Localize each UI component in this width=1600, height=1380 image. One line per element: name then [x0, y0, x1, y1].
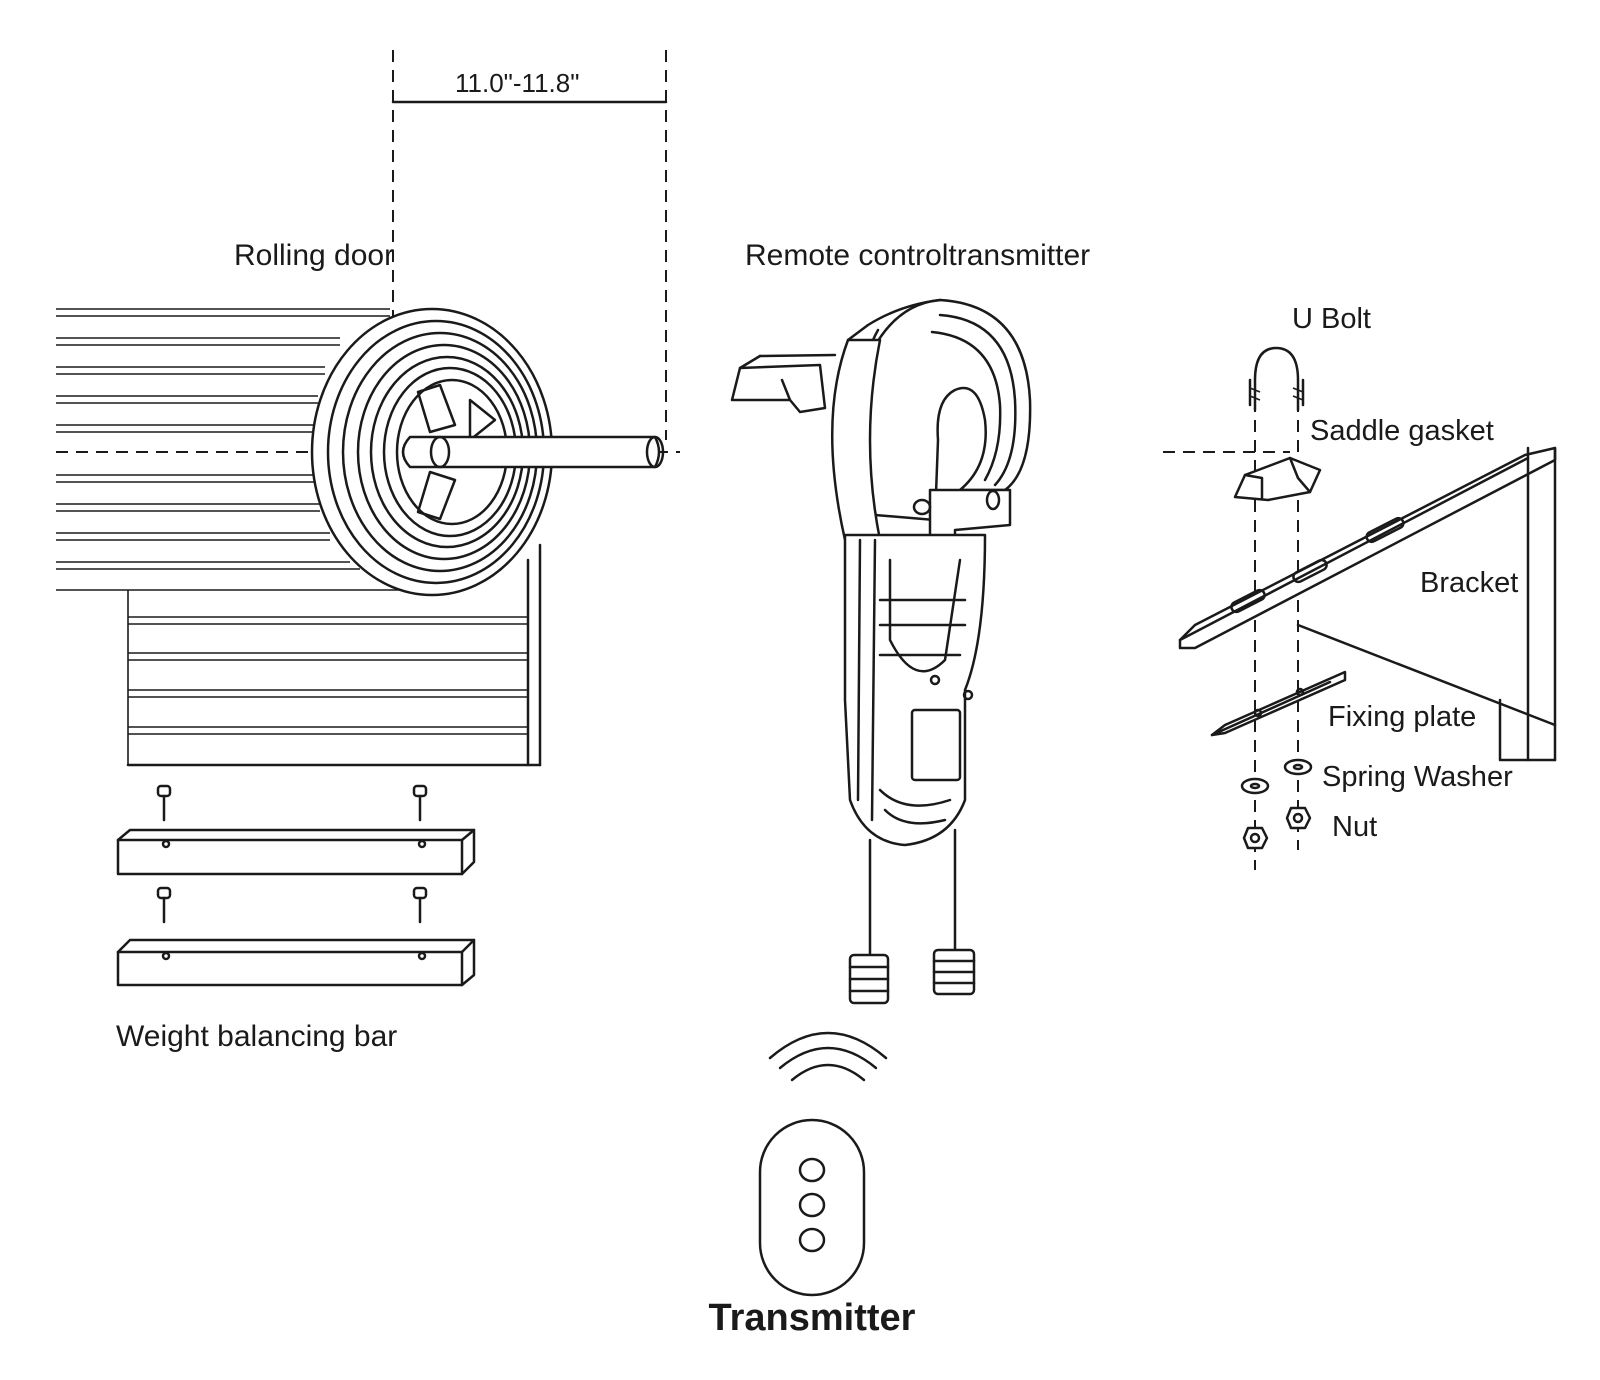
remote-buttons: [798, 1157, 826, 1253]
remote-button-icon: [798, 1227, 826, 1253]
limit-knob-icon: [848, 948, 976, 1005]
rolling-door-label: Rolling door: [234, 239, 394, 272]
wireless-signal-icon: [768, 1031, 888, 1082]
nut-label: Nut: [1332, 811, 1377, 843]
motor-label: Remote controltransmitter: [745, 239, 1090, 272]
weight-bar-label: Weight balancing bar: [116, 1020, 397, 1053]
fixing-plate-label: Fixing plate: [1328, 701, 1476, 733]
spring-washer-icon: [1240, 758, 1313, 795]
transmitter-label: Transmitter: [709, 1297, 916, 1339]
screw-icon: [156, 886, 428, 924]
dimension-label: 11.0"-11.8": [455, 68, 579, 98]
nut-icon: [1242, 806, 1312, 850]
weight-balancing-bars: [116, 784, 476, 987]
u-bolt-icon: [1248, 346, 1305, 412]
spring-washer-label: Spring Washer: [1322, 761, 1513, 793]
remote-control-icon: [758, 1118, 866, 1297]
saddle-gasket-icon: [1233, 456, 1322, 502]
remote-button-icon: [798, 1192, 826, 1218]
door-slats-lower: [126, 543, 542, 767]
screw-icon: [156, 784, 428, 822]
transmitter: [758, 1031, 888, 1297]
motor-unit: [730, 298, 1032, 1005]
bracket-label: Bracket: [1420, 567, 1518, 599]
rolling-door: [56, 307, 665, 767]
saddle-gasket-label: Saddle gasket: [1310, 415, 1494, 447]
door-slats-upper: [56, 308, 400, 591]
bracket-assembly: [1163, 346, 1557, 870]
u-bolt-label: U Bolt: [1292, 303, 1371, 335]
fixing-plate-icon: [1210, 670, 1347, 737]
remote-button-icon: [798, 1157, 826, 1183]
door-axle: [401, 435, 665, 469]
